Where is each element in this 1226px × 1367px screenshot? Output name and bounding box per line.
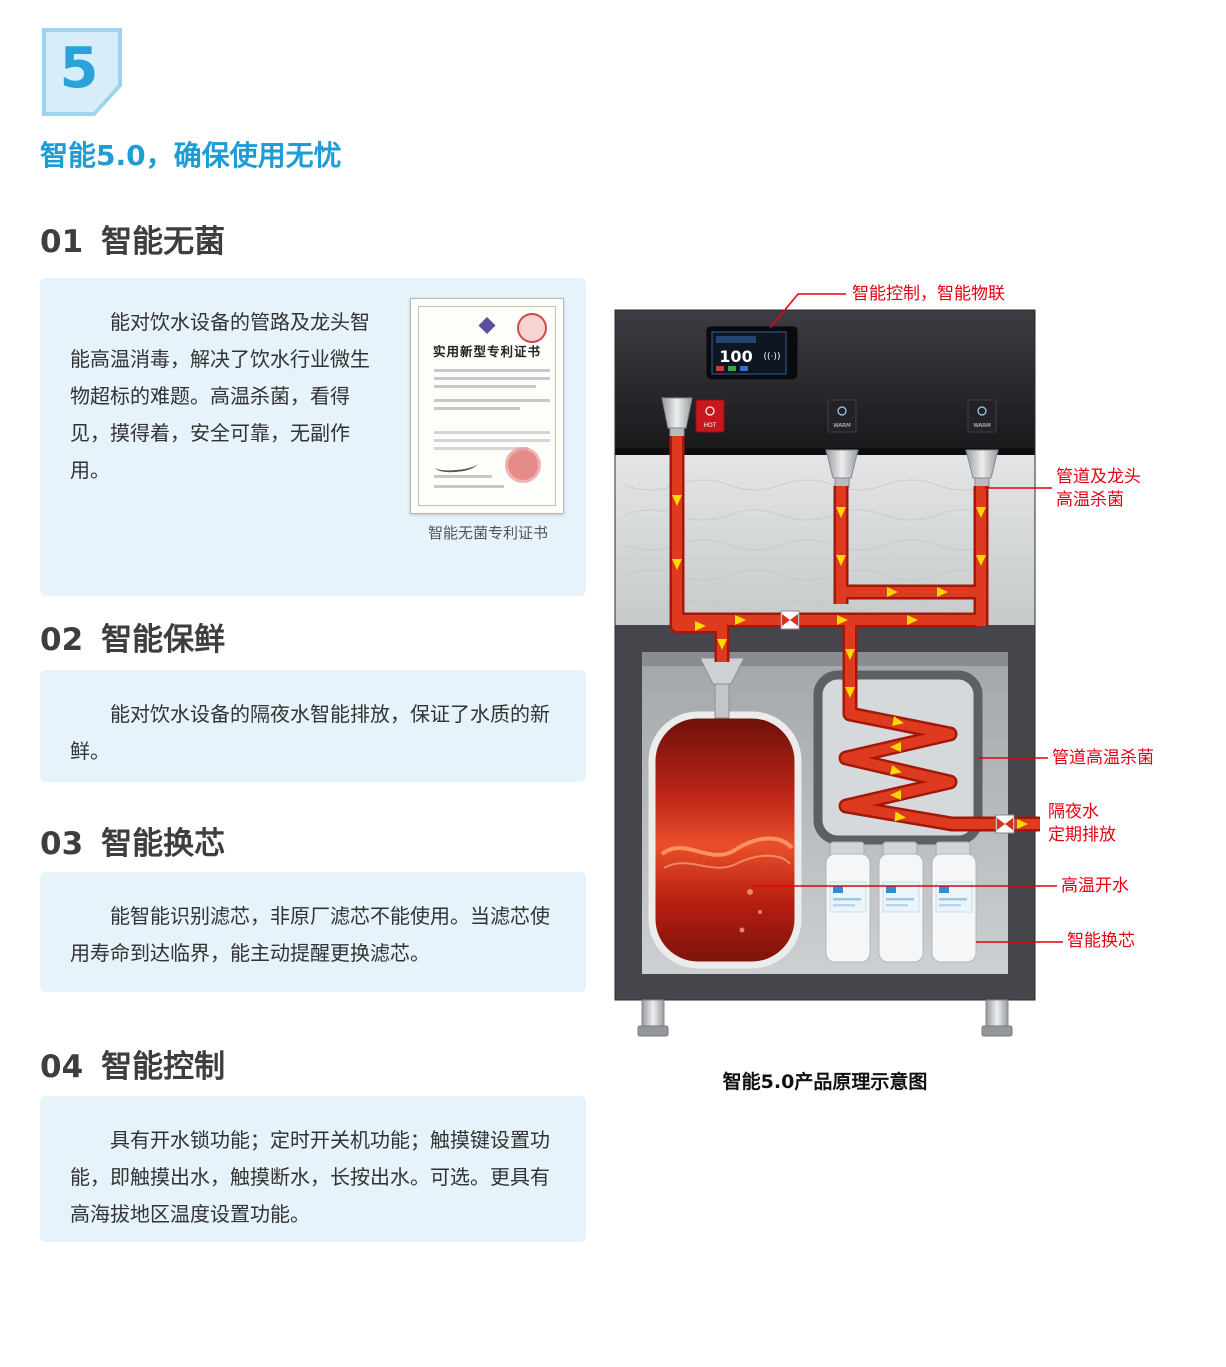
certificate-text-line (434, 399, 550, 402)
callout-lines (752, 293, 1063, 943)
callout-line: 管道及龙头 (1056, 467, 1141, 487)
hot-faucet-spout (661, 397, 693, 429)
wifi-icon: ((·)) (764, 352, 781, 362)
warm-button-icon (837, 406, 847, 416)
section-title: 智能控制 (101, 1049, 226, 1085)
callout-filter-change: 智能换芯 (1067, 931, 1135, 951)
certificate-text-line (434, 369, 550, 372)
callout-hot-water: 高温开水 (1061, 876, 1129, 896)
hot-faucet-tip (669, 427, 685, 438)
panel-divider (615, 448, 1035, 455)
filter-cartridge (878, 841, 924, 963)
certificate-border: 实用新型专利证书 (418, 306, 556, 506)
display-value: 100 (719, 347, 752, 366)
callout-pipe-faucet: 管道及龙头 高温杀菌 (1056, 466, 1141, 512)
warm-label-2: WARM (973, 423, 991, 429)
certificate-text-line (434, 447, 528, 450)
section-number: 04 (40, 1049, 84, 1085)
feature-text-1: 能对饮水设备的管路及龙头智能高温消毒，解决了饮水行业微生物超标的难题。高温杀菌，… (70, 310, 370, 482)
section-title: 智能换芯 (101, 826, 226, 862)
section-number-badge: 5 (42, 28, 122, 116)
tank-bubble (758, 910, 762, 914)
callout-line: 高温杀菌 (1056, 490, 1124, 510)
tank-water-wave (660, 836, 794, 857)
display-indicator-green (728, 366, 736, 371)
warm-faucet-tip-1 (834, 477, 850, 488)
machine-leg (981, 999, 1013, 1037)
callout-line: 隔夜水 (1048, 802, 1099, 822)
funnel-stem (714, 681, 730, 719)
section-number: 03 (40, 826, 84, 862)
callout-smart-control: 智能控制，智能物联 (852, 284, 1005, 304)
certificate-title: 实用新型专利证书 (432, 344, 541, 359)
certificate-text-line (434, 439, 550, 442)
warm-button-icon (977, 406, 987, 416)
certificate-text-line (434, 407, 520, 410)
warm-faucet-spout-2 (965, 449, 999, 479)
filter-cartridge (931, 841, 977, 963)
tank-bubble (747, 889, 753, 895)
machine-leg (637, 999, 669, 1037)
display-indicator-blue (740, 366, 748, 371)
warm-faucet-tip-2 (974, 477, 990, 488)
page-title: 智能5.0，确保使用无忧 (40, 139, 342, 172)
section-heading-1: 01 智能无菌 (40, 216, 225, 261)
filter-cartridge (825, 841, 871, 963)
machine-diagram: 100 ((·)) HOT WARM WARM (614, 293, 1063, 1037)
warm-label-1: WARM (833, 423, 851, 429)
display-status-bar (716, 336, 756, 343)
warm-button-1[interactable] (827, 399, 857, 433)
patent-certificate: 实用新型专利证书 (410, 298, 564, 514)
certificate-text-line (434, 385, 536, 388)
warm-button-2[interactable] (967, 399, 997, 433)
machine-outline (614, 309, 1036, 1001)
hot-label: HOT (704, 422, 717, 429)
machine-top-panel (615, 310, 1035, 455)
valve-icon (780, 610, 800, 630)
section-number: 02 (40, 622, 84, 658)
signature-mark (434, 457, 478, 474)
feature-text-2: 能对饮水设备的隔夜水智能排放，保证了水质的新鲜。 (70, 702, 550, 763)
display-indicator-red (716, 366, 724, 371)
tank-water-wave-2 (663, 854, 791, 869)
section-heading-2: 02 智能保鲜 (40, 614, 225, 659)
callout-overnight-drain: 隔夜水 定期排放 (1048, 801, 1116, 847)
feature-box-3: 能智能识别滤芯，非原厂滤芯不能使用。当滤芯使用寿命到达临界，能主动提醒更换滤芯。 (40, 872, 586, 992)
feature-text-3: 能智能识别滤芯，非原厂滤芯不能使用。当滤芯使用寿命到达临界，能主动提醒更换滤芯。 (70, 904, 550, 965)
cabinet-inner-shadow (642, 652, 1008, 666)
feature-box-2: 能对饮水设备的隔夜水智能排放，保证了水质的新鲜。 (40, 670, 586, 782)
patent-office-logo-icon (478, 317, 496, 334)
section-title: 智能保鲜 (101, 622, 226, 658)
section-heading-3: 03 智能换芯 (40, 818, 225, 863)
valve-icon (995, 814, 1015, 834)
section-number: 01 (40, 224, 84, 260)
feature-box-4: 具有开水锁功能；定时开关机功能；触摸键设置功能，即触摸出水，触摸断水，长按出水。… (40, 1096, 586, 1242)
callout-line: 定期排放 (1048, 825, 1116, 845)
feature-box-1: 能对饮水设备的管路及龙头智能高温消毒，解决了饮水行业微生物超标的难题。高温杀菌，… (40, 278, 586, 596)
badge-number: 5 (59, 36, 99, 101)
hot-button[interactable] (695, 399, 725, 433)
warm-faucet-spout-1 (825, 449, 859, 479)
callout-pipe-sterilize: 管道高温杀菌 (1052, 748, 1154, 768)
section-title: 智能无菌 (101, 224, 226, 260)
product-diagram: 100 ((·)) HOT WARM WARM (600, 270, 1226, 1100)
red-stamp-icon (505, 447, 541, 483)
certificate-text-line (434, 475, 492, 478)
section-heading-4: 04 智能控制 (40, 1041, 225, 1086)
hot-button-icon (705, 406, 715, 416)
diagram-caption: 智能5.0产品原理示意图 (722, 1071, 928, 1093)
tank-bubble (739, 927, 745, 933)
certificate-caption: 智能无菌专利证书 (427, 524, 548, 542)
feature-text-4: 具有开水锁功能；定时开关机功能；触摸键设置功能，即触摸出水，触摸断水，长按出水。… (70, 1128, 550, 1226)
seal-icon (517, 313, 547, 343)
certificate-text-line (434, 377, 550, 380)
certificate-text-line (434, 431, 550, 434)
certificate-text-line (434, 485, 504, 488)
